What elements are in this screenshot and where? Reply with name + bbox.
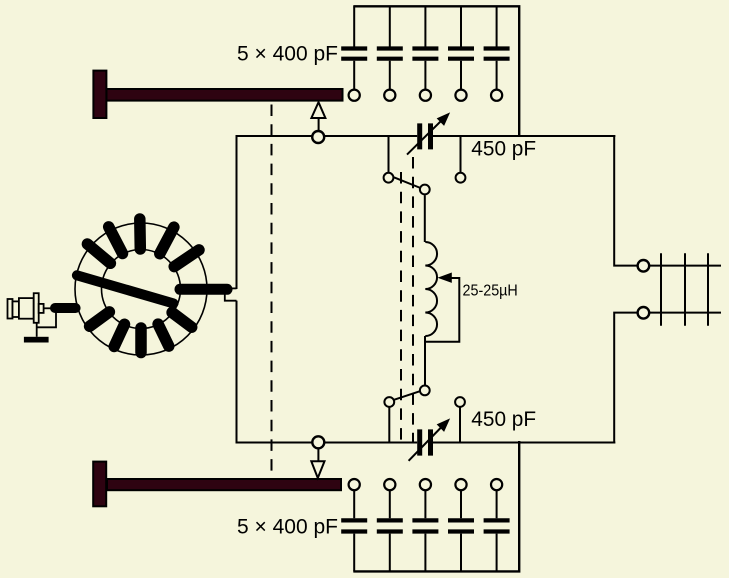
svg-text:450 pF: 450 pF	[471, 136, 536, 160]
svg-text:450 pF: 450 pF	[471, 407, 536, 431]
svg-text:5 × 400 pF: 5 × 400 pF	[237, 41, 338, 65]
svg-text:25-25µH: 25-25µH	[463, 282, 518, 299]
svg-text:5 × 400 pF: 5 × 400 pF	[237, 514, 338, 538]
